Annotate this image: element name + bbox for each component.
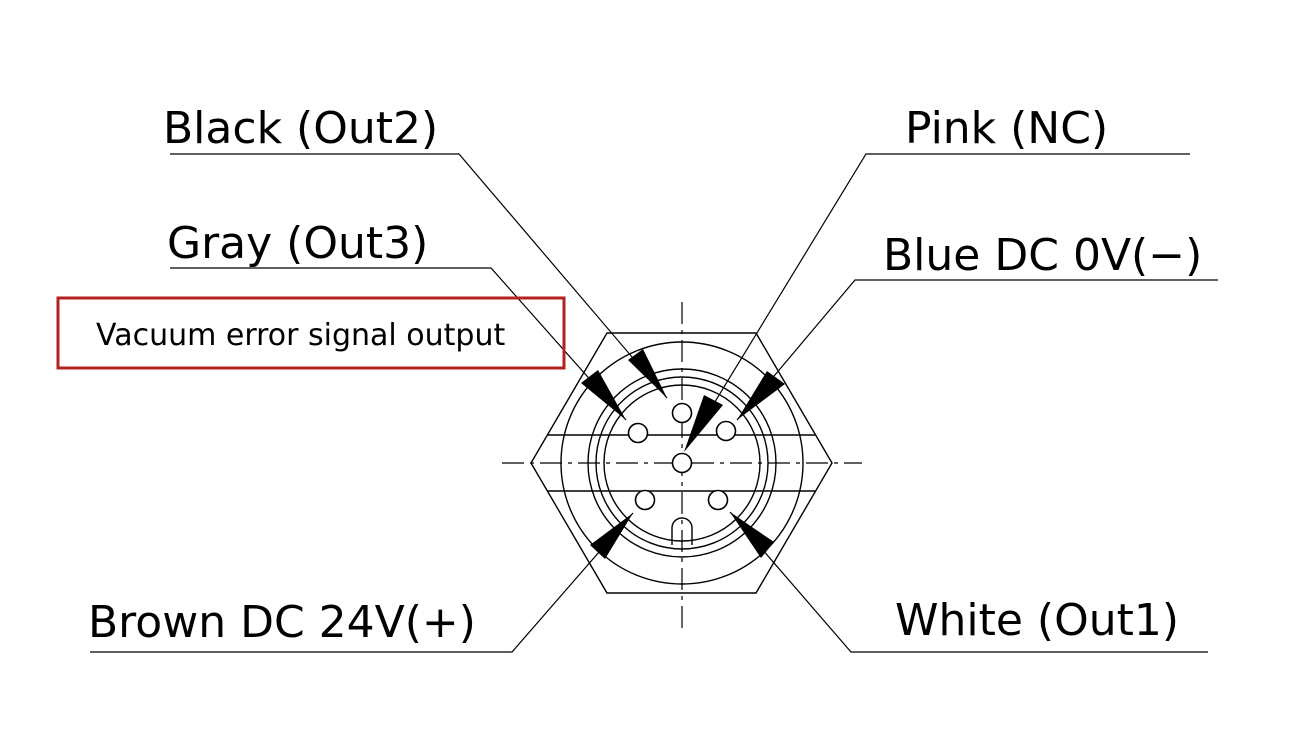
pin-lower-left <box>634 489 656 511</box>
label-black-out2: Black (Out2) <box>163 103 438 154</box>
arrowhead-white <box>730 512 774 558</box>
leader-blue <box>736 279 1218 421</box>
label-white-out1: White (Out1) <box>895 595 1179 646</box>
pins <box>627 402 737 545</box>
pin-center <box>671 452 693 474</box>
arrowhead-gray <box>581 370 626 420</box>
arrowhead-pink <box>684 395 723 452</box>
arrowhead-blue <box>737 371 785 420</box>
leader-lines <box>90 153 1218 653</box>
label-blue-dc-0v: Blue DC 0V(−) <box>883 230 1202 281</box>
note-border <box>56 296 566 370</box>
label-pink-nc: Pink (NC) <box>905 103 1108 154</box>
leader-gray <box>170 267 627 421</box>
note-text: Vacuum error signal output <box>96 318 505 353</box>
pin-top <box>671 402 693 424</box>
keying-slot <box>671 517 693 545</box>
leader-white <box>729 511 1208 653</box>
pin-lower-right <box>707 489 729 511</box>
leader-pink <box>698 153 1190 429</box>
arrowheads <box>581 349 785 559</box>
leader-black <box>170 153 668 399</box>
arrowhead-brown <box>590 513 633 559</box>
wire-labels: Black (Out2) Gray (Out3) Pink (NC) Blue … <box>88 103 1202 648</box>
pin-upper-left <box>627 422 649 444</box>
label-brown-dc-24v: Brown DC 24V(+) <box>88 597 476 648</box>
arrowhead-black <box>628 349 667 398</box>
pin-upper-right <box>715 420 737 442</box>
vacuum-error-note: Vacuum error signal output <box>56 296 566 370</box>
label-gray-out3: Gray (Out3) <box>167 218 428 269</box>
leader-brown <box>90 512 634 653</box>
